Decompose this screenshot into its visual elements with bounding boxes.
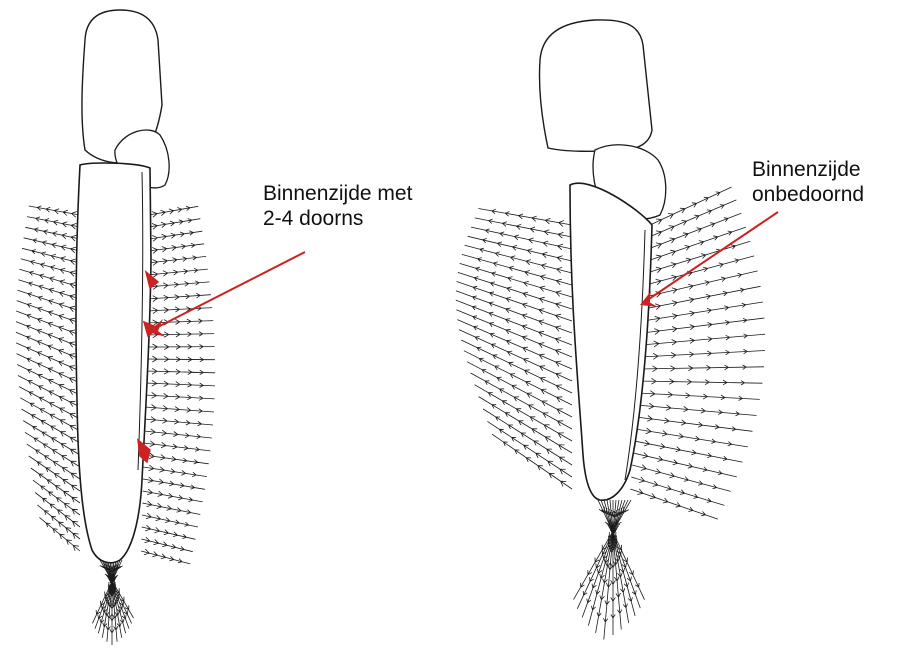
left-callout-arrow bbox=[152, 252, 305, 330]
seta-plume bbox=[645, 271, 758, 297]
seta-plume bbox=[638, 378, 762, 385]
seta-plume bbox=[142, 525, 196, 539]
seta-plume bbox=[641, 334, 765, 347]
seta-plume bbox=[475, 218, 572, 238]
right-callout-label: Binnenzijde onbedoornd bbox=[752, 157, 864, 207]
left-callout-line-2: 2-4 doorns bbox=[263, 206, 412, 231]
seta-plume bbox=[145, 393, 215, 401]
seta-plume bbox=[492, 434, 572, 489]
seta-plume bbox=[29, 206, 80, 217]
seta-plume bbox=[639, 365, 764, 372]
seta-plume bbox=[145, 380, 215, 387]
left-limb-drawing bbox=[16, 10, 215, 645]
seta-plume bbox=[638, 391, 760, 401]
seta-plume bbox=[147, 293, 211, 301]
seta-plume bbox=[142, 501, 200, 514]
seta-plume bbox=[144, 429, 212, 439]
seta-plume bbox=[636, 416, 753, 432]
seta-plume bbox=[637, 403, 757, 416]
seta-plume bbox=[146, 344, 215, 350]
seta-plume bbox=[646, 241, 750, 273]
seta-plume bbox=[465, 245, 572, 273]
seta-plume bbox=[478, 209, 572, 227]
seta-plume bbox=[17, 301, 80, 324]
seta-plume bbox=[25, 227, 80, 241]
seta-plume bbox=[635, 428, 748, 447]
seta-plume bbox=[149, 206, 198, 217]
left-main-blade bbox=[76, 163, 151, 563]
seta-plume bbox=[640, 349, 765, 359]
seta-plume bbox=[145, 405, 214, 414]
seta-plume bbox=[631, 477, 724, 506]
seta-plume bbox=[16, 343, 80, 371]
left-callout-line-1: Binnenzijde met bbox=[263, 181, 412, 206]
seta-plume bbox=[459, 330, 572, 381]
seta-plume bbox=[143, 453, 208, 464]
right-callout-line-2: onbedoornd bbox=[752, 182, 864, 207]
seta-plume bbox=[468, 236, 572, 261]
seta-plume bbox=[630, 489, 717, 519]
seta-plume bbox=[17, 290, 80, 312]
seta-plume bbox=[144, 417, 213, 426]
seta-plume bbox=[142, 513, 198, 527]
right-callout-line-1: Binnenzijde bbox=[752, 157, 864, 182]
right-callout-arrow bbox=[643, 212, 778, 303]
seta-plume bbox=[16, 311, 80, 335]
seta-plume bbox=[632, 465, 731, 492]
seta-plume bbox=[646, 256, 755, 285]
seta-plume bbox=[143, 489, 203, 502]
seta-plume bbox=[143, 465, 207, 477]
seta-plume bbox=[16, 322, 80, 348]
seta-plume bbox=[16, 332, 80, 359]
seta-plume bbox=[141, 537, 192, 552]
right-limb-drawing bbox=[456, 20, 765, 640]
seta-plume bbox=[149, 219, 201, 230]
seta-plume bbox=[633, 452, 737, 477]
seta-plume bbox=[145, 368, 215, 374]
seta-plume bbox=[18, 280, 80, 300]
seta-plume bbox=[456, 310, 572, 357]
seta-plume bbox=[574, 500, 632, 600]
seta-plume bbox=[148, 256, 206, 266]
seta-plume bbox=[146, 356, 215, 362]
seta-plume bbox=[27, 217, 80, 230]
seta-plume bbox=[148, 268, 208, 277]
seta-plume bbox=[148, 231, 202, 242]
seta-plume bbox=[147, 306, 213, 313]
seta-plume bbox=[456, 300, 572, 345]
seta-plume bbox=[457, 282, 572, 322]
seta-plume bbox=[642, 318, 764, 334]
seta-plume bbox=[458, 272, 572, 309]
seta-plume bbox=[487, 421, 572, 477]
seta-plume bbox=[141, 549, 190, 564]
left-callout-label: Binnenzijde met 2-4 doorns bbox=[263, 181, 412, 231]
seta-plume bbox=[144, 441, 211, 452]
seta-plume bbox=[148, 243, 204, 253]
seta-plume bbox=[143, 477, 205, 489]
right-basal-segment bbox=[539, 20, 652, 151]
